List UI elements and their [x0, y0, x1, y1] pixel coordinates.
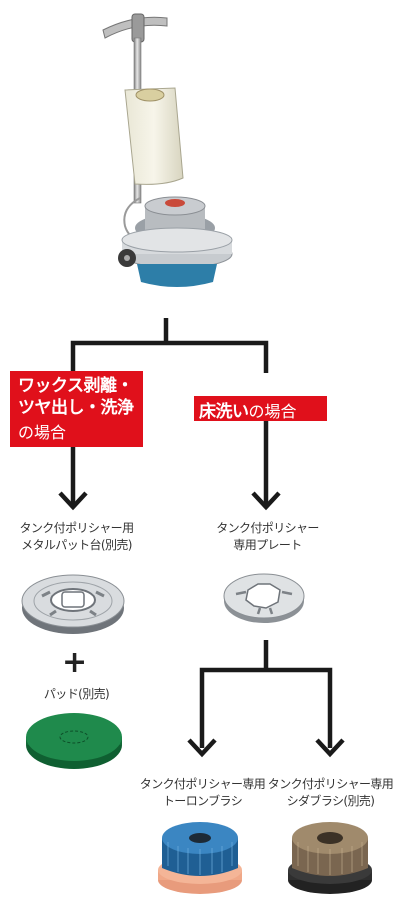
plus-sign: +: [62, 645, 88, 680]
left-heading-line2: ツヤ出し・洗浄: [18, 398, 134, 418]
arrow-right-head: [251, 491, 281, 511]
shida-brush-caption: タンク付ポリシャー専用 シダブラシ(別売): [263, 776, 398, 810]
arrow-brush1-head: [187, 738, 217, 758]
left-heading-line1: ワックス剥離・: [18, 376, 134, 396]
connector-top-branch: [70, 340, 269, 373]
shida-brush-line2: シダブラシ(別売): [286, 794, 375, 808]
torlon-brush-icon: [158, 822, 242, 894]
torlon-brush-line1: タンク付ポリシャー専用: [139, 777, 266, 791]
arrow-left-head: [58, 491, 88, 511]
metal-pad-holder-line1: タンク付ポリシャー用: [19, 521, 134, 535]
torlon-brush-line2: トーロンブラシ: [162, 794, 243, 808]
plate-disc-icon: [223, 573, 305, 623]
plate-caption: タンク付ポリシャー 専用プレート: [195, 520, 340, 554]
arrow-brush2-head: [315, 738, 345, 758]
pad-caption: パッド(別売): [43, 687, 110, 701]
plate-line1: タンク付ポリシャー: [216, 521, 319, 535]
green-pad-icon: [26, 713, 122, 769]
torlon-brush-caption: タンク付ポリシャー専用 トーロンブラシ: [135, 776, 270, 810]
right-heading-box: 床洗いの場合: [194, 396, 327, 422]
left-heading-box: ワックス剥離・ ツヤ出し・洗浄 の場合: [10, 371, 143, 447]
plate-line2: 専用プレート: [233, 538, 302, 552]
floor-polisher-machine-image: [102, 13, 233, 287]
metal-pad-holder-caption: タンク付ポリシャー用 メタルパット台(別売): [4, 520, 149, 554]
right-heading-rest: の場合: [248, 402, 297, 421]
shida-brush-line1: タンク付ポリシャー専用: [267, 777, 394, 791]
connector-plate-branch: [199, 667, 333, 748]
right-heading-bold: 床洗い: [199, 402, 249, 422]
shida-brush-icon: [288, 822, 372, 894]
metal-pad-holder-line2: メタルパット台(別売): [21, 538, 132, 552]
pad-holder-disc-icon: [21, 574, 125, 634]
left-heading-line3: の場合: [18, 423, 67, 442]
